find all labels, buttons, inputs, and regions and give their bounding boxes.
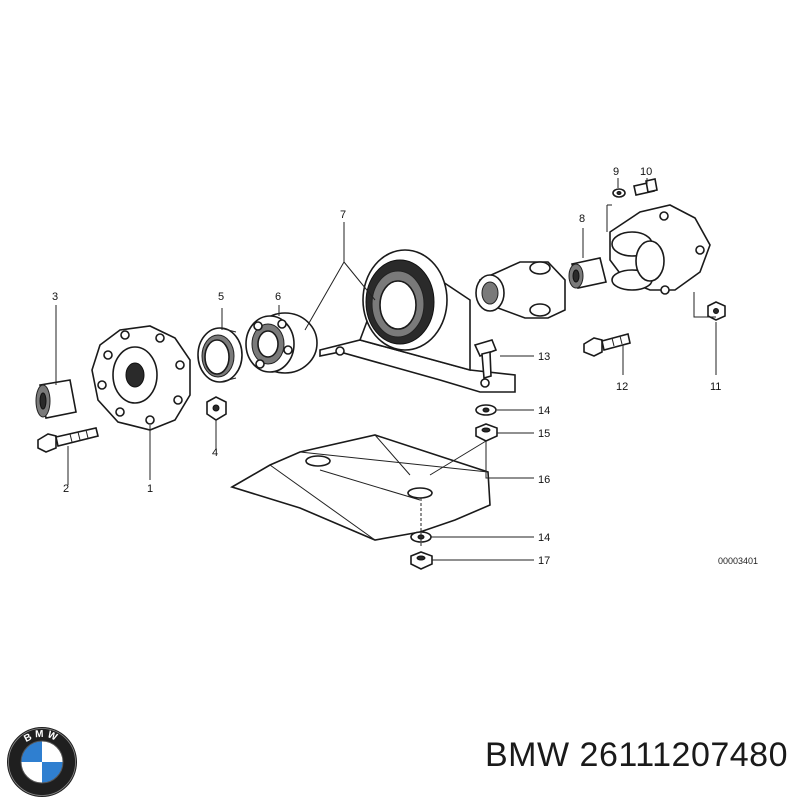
callout-17: 17	[538, 555, 550, 567]
exploded-parts-diagram: 1 2 3 4 5 6 7 8 9 10 11 12 13 14 15 16 1…	[35, 166, 758, 570]
callout-7: 7	[340, 209, 346, 221]
bmw-logo: BMW	[7, 727, 77, 797]
callout-8: 8	[579, 213, 585, 225]
svg-text:BMW: BMW	[22, 729, 61, 745]
hex-nut-upper	[475, 423, 498, 442]
propshaft-yoke	[475, 261, 566, 319]
callout-15: 15	[538, 428, 550, 440]
callout-16: 16	[538, 474, 550, 486]
diagram-reference-code: 00003401	[718, 556, 758, 566]
carriage-bolt	[473, 339, 498, 380]
washer-lower	[410, 531, 432, 543]
flange-bolt	[583, 333, 631, 357]
callout-14-lower: 14	[538, 532, 550, 544]
coupling-nut	[206, 396, 227, 421]
callout-4: 4	[212, 447, 218, 459]
callout-3: 3	[52, 291, 58, 303]
part-caption: BMW 26111207480	[485, 736, 788, 774]
callout-12: 12	[616, 381, 628, 393]
washer-upper	[475, 404, 497, 416]
hex-nut-lower	[410, 551, 433, 570]
callout-9: 9	[613, 166, 619, 178]
leader-lines	[55, 178, 717, 561]
callout-2: 2	[63, 483, 69, 495]
heat-shield-plate	[230, 434, 491, 541]
callout-1: 1	[147, 483, 153, 495]
center-support-bearing	[319, 249, 516, 393]
logo-lettering: BMW	[22, 729, 58, 745]
small-bolt	[633, 178, 658, 196]
callout-14-upper: 14	[538, 405, 550, 417]
centering-sleeve	[35, 379, 77, 419]
sealing-ring	[197, 327, 243, 383]
flex-coupling	[91, 325, 191, 431]
flange-nut	[707, 301, 726, 321]
small-washer	[612, 188, 626, 198]
ball-bearing	[245, 312, 318, 374]
coupling-bolt	[37, 427, 99, 453]
output-flange	[609, 204, 711, 295]
callout-13: 13	[538, 351, 550, 363]
callout-5: 5	[218, 291, 224, 303]
callout-11: 11	[710, 381, 721, 393]
callout-6: 6	[275, 291, 281, 303]
spider-bushing	[568, 257, 607, 289]
callout-10: 10	[640, 166, 652, 178]
